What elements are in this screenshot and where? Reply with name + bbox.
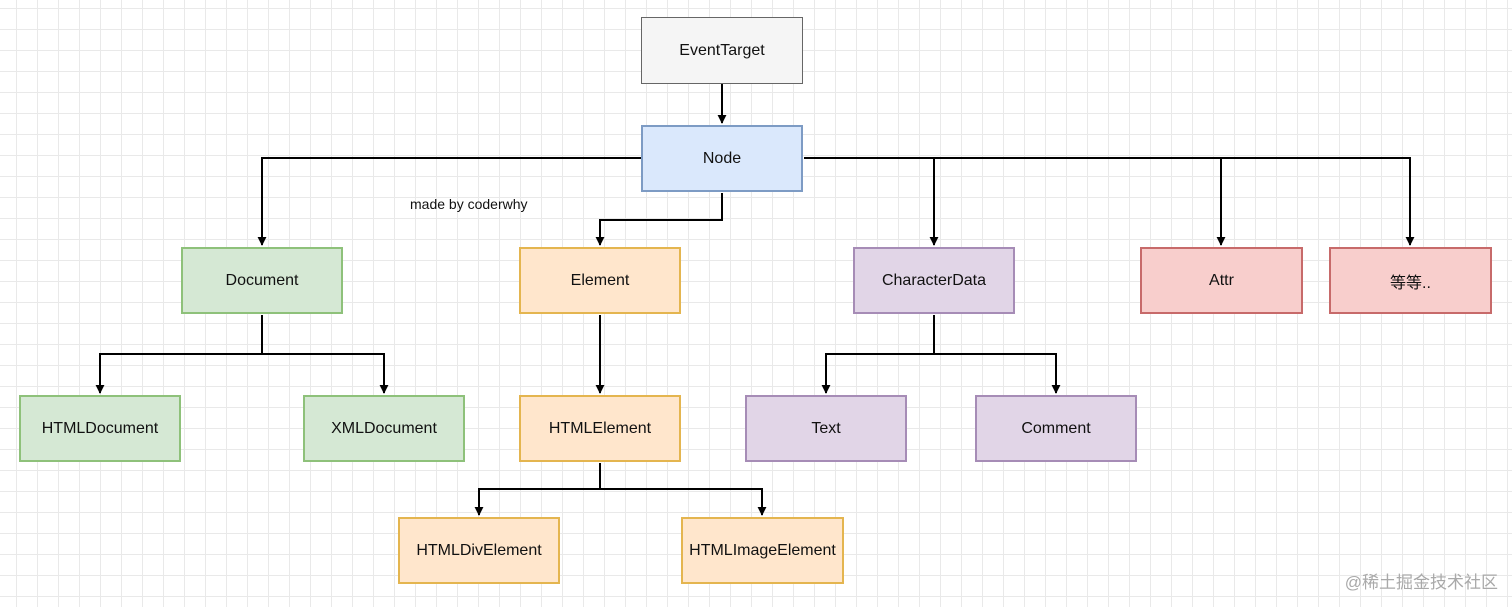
edge-document-xmldocument [262,353,389,394]
edge-characterdata-comment [934,353,1061,394]
edge-node-attr [934,157,1226,246]
xmldocument-node: XMLDocument [303,395,465,462]
attr-node: Attr [1140,247,1303,314]
eventtarget-node: EventTarget [641,17,803,84]
edge-htmlelement-htmlimageelement [600,488,767,516]
edge-node-characterdata [804,157,939,246]
edge-node-document [257,157,641,246]
characterdata-node: CharacterData [853,247,1015,314]
node-node: Node [641,125,803,192]
author-note: made by coderwhy [410,196,528,212]
htmlimageelement-node: HTMLImageElement [681,517,844,584]
htmldivelement-node: HTMLDivElement [398,517,560,584]
edge-characterdata-text [821,315,935,394]
document-node: Document [181,247,343,314]
comment-node: Comment [975,395,1137,462]
edge-htmlelement-htmldivelement [474,463,601,516]
watermark: @稀土掘金技术社区 [1344,573,1498,592]
htmldocument-node: HTMLDocument [19,395,181,462]
edge-node-etc [1221,157,1415,246]
text-node: Text [745,395,907,462]
etc-node: 等等.. [1329,247,1492,314]
edge-node-element [595,193,723,246]
element-node: Element [519,247,681,314]
edge-document-htmldocument [95,315,263,394]
htmlelement-node: HTMLElement [519,395,681,462]
